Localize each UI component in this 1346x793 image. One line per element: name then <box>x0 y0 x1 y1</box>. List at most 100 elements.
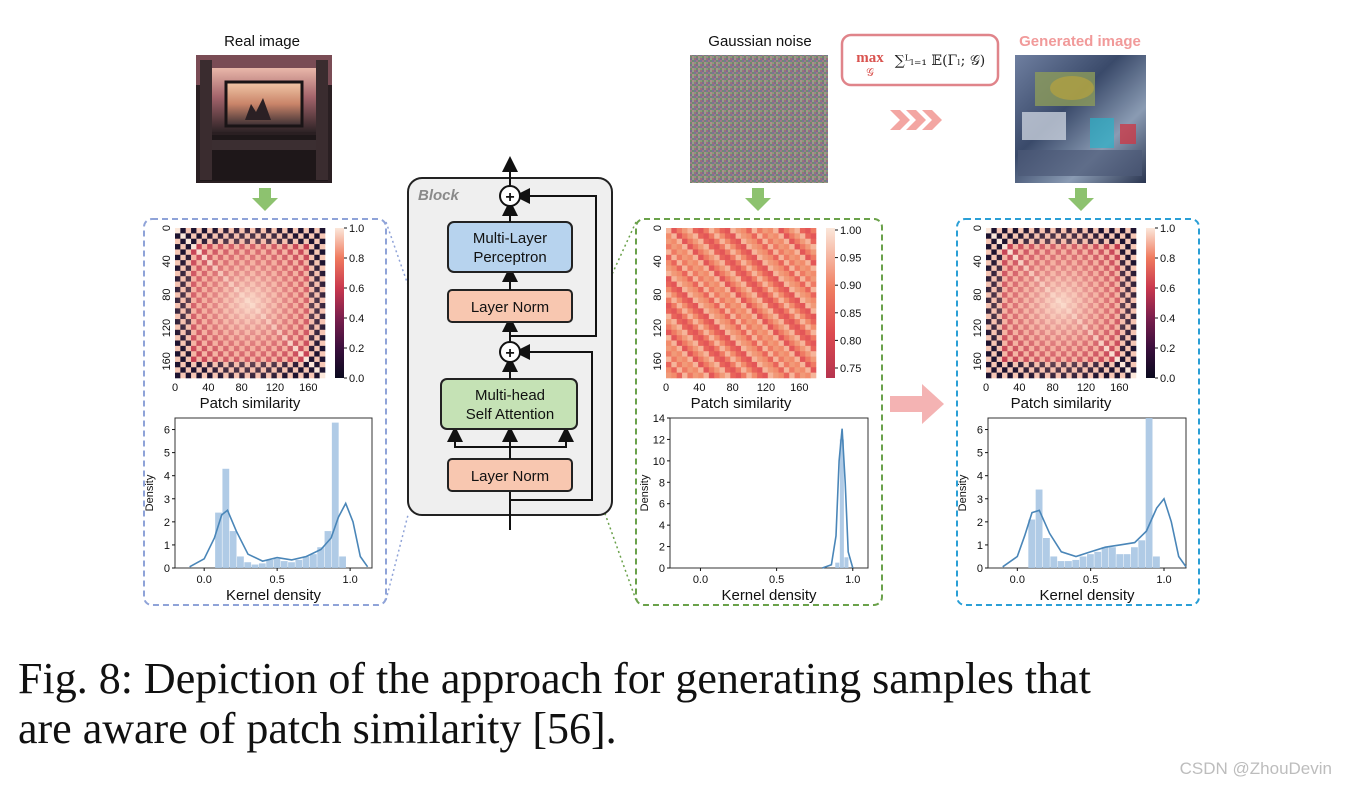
heatmap-cell <box>735 367 742 373</box>
heatmap-glow <box>175 228 325 378</box>
heatmap-cell <box>703 238 710 245</box>
heatmap-cell <box>692 233 699 240</box>
heatmap-cell <box>735 276 742 282</box>
heatmap-cell <box>687 308 694 315</box>
colorbar-label: 0.4 <box>349 313 364 325</box>
heatmap-cell <box>778 345 785 352</box>
heatmap-cell <box>692 372 699 379</box>
heatmap-cell <box>698 319 704 325</box>
real-panel <box>143 218 387 606</box>
heatmap-cell <box>724 276 731 282</box>
heatmap-cell <box>676 340 683 347</box>
y-tick-label: 5 <box>164 448 170 460</box>
heatmap-cell <box>767 361 774 368</box>
heatmap-cell <box>767 233 774 240</box>
heatmap-cell <box>676 276 683 282</box>
heatmap-cell <box>698 254 704 261</box>
heatmap-cell <box>751 265 758 272</box>
heatmap-cell <box>666 297 672 304</box>
heatmap-cell <box>719 260 726 266</box>
heatmap-cell <box>682 265 688 272</box>
heatmap-cell <box>746 260 753 266</box>
y-tick-label: 40 <box>972 255 984 267</box>
heatmap-cell <box>708 319 715 325</box>
heatmap-cell <box>724 351 731 357</box>
heatmap-cell <box>735 308 742 315</box>
heatmap-cell <box>730 313 736 320</box>
heatmap-cell <box>730 308 736 315</box>
heatmap-cell <box>789 335 795 341</box>
mlp-line2: Perceptron <box>473 249 546 266</box>
heatmap-cell <box>741 297 747 304</box>
x-tick-label: 0 <box>172 382 178 394</box>
heatmap-cell <box>799 356 806 363</box>
heatmap-cell <box>773 292 779 298</box>
heatmap-cell <box>794 324 801 331</box>
y-tick-label: 1 <box>977 540 983 552</box>
heatmap-cell <box>799 335 806 341</box>
heatmap-cell <box>714 356 720 363</box>
heatmap-cell <box>730 297 736 304</box>
histogram-bar <box>835 562 840 568</box>
heatmap-cell <box>810 351 817 357</box>
y-tick-label: 0 <box>164 563 170 575</box>
heatmap-cell <box>682 319 688 325</box>
heatmap-cell <box>741 372 747 379</box>
heatmap-cell <box>783 372 790 379</box>
heatmap-cell <box>741 238 747 245</box>
heatmap-cell <box>773 345 779 352</box>
generated-panel <box>956 218 1200 606</box>
heatmap-cell <box>746 372 753 379</box>
heatmap-cell <box>714 286 720 293</box>
heatmap-cell <box>778 356 785 363</box>
heatmap-cell <box>762 324 769 331</box>
heatmap-cell <box>698 313 704 320</box>
heatmap-cell <box>741 356 747 363</box>
block-title: Block <box>418 187 460 204</box>
heatmap-cell <box>767 324 774 331</box>
heatmap-cell <box>751 319 758 325</box>
heatmap-cell <box>773 260 779 266</box>
heatmap-cell <box>810 286 817 293</box>
heatmap-cell <box>810 308 817 315</box>
density-xlabel: Kernel density <box>226 587 322 604</box>
heatmap-cell <box>730 329 736 336</box>
x-tick-label: 1.0 <box>342 574 357 586</box>
y-tick-label: 120 <box>161 319 173 337</box>
heatmap-cell <box>799 286 806 293</box>
heatmap-cell <box>687 281 694 288</box>
x-tick-label: 1.0 <box>1156 574 1171 586</box>
heatmap-cell <box>789 233 795 240</box>
heatmap-cell <box>767 265 774 272</box>
heatmap-cell <box>730 292 736 298</box>
heatmap-cell <box>676 367 683 373</box>
heatmap-cell <box>692 319 699 325</box>
heatmap-cell <box>794 297 801 304</box>
histogram-bar <box>1109 547 1116 568</box>
heatmap-cell <box>666 276 672 282</box>
heatmap-cell <box>735 260 742 266</box>
heatmap-cell <box>751 286 758 293</box>
histogram-bar <box>1079 556 1087 568</box>
generated-image <box>1015 55 1146 183</box>
heatmap-cell <box>666 313 672 320</box>
histogram-bar <box>1057 561 1065 568</box>
heatmap-cell <box>714 319 720 325</box>
heatmap-cell <box>751 324 758 331</box>
heatmap-cell <box>746 254 753 261</box>
histogram-bar <box>1072 559 1080 568</box>
heatmap-cell <box>687 345 694 352</box>
heatmap-cell <box>794 244 801 250</box>
heatmap-cell <box>682 324 688 331</box>
y-tick-label: 5 <box>977 448 983 460</box>
heatmap-cell <box>789 254 795 261</box>
heatmap-cell <box>676 303 683 309</box>
heatmap-cell <box>730 356 736 363</box>
heatmap-cell <box>741 244 747 250</box>
heatmap-cell <box>762 367 769 373</box>
heatmap-cell <box>671 260 678 266</box>
heatmap-cell <box>687 254 694 261</box>
heatmap-cell <box>767 308 774 315</box>
heatmap-cell <box>767 228 774 234</box>
heatmap-cell <box>708 297 715 304</box>
